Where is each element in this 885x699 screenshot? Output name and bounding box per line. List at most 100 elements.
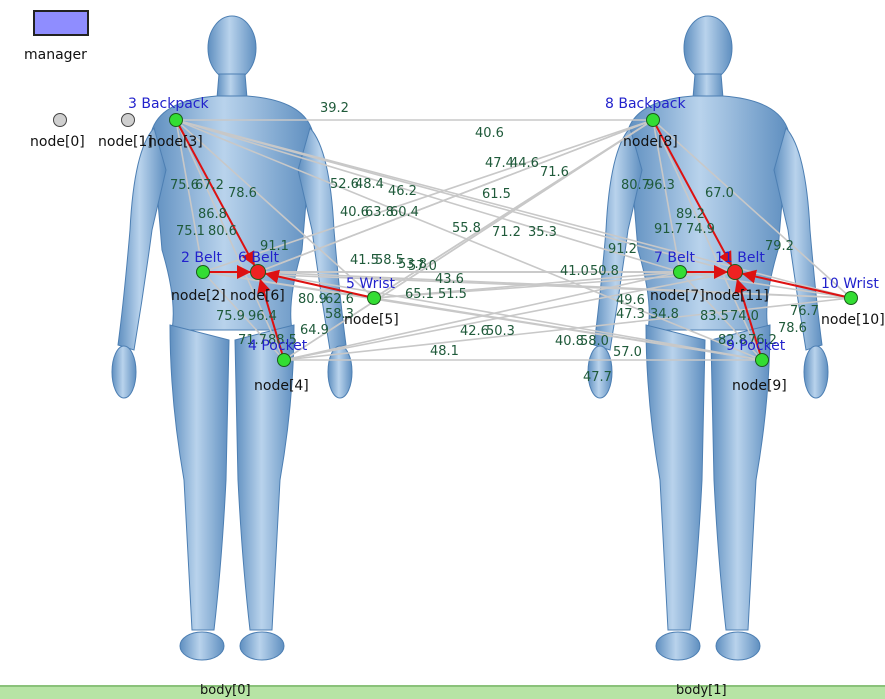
- left-arm: [118, 128, 166, 350]
- edge-weight-label: 79.2: [765, 239, 794, 254]
- node-label: node[5]: [344, 312, 399, 328]
- edge-weight-label: 78.6: [228, 186, 257, 201]
- edge-weight-label: 47.7: [583, 370, 612, 385]
- edge-weight-label: 71.6: [540, 165, 569, 180]
- neck: [693, 74, 723, 98]
- edge-weight-label: 80.6: [208, 224, 237, 239]
- right-foot: [716, 632, 760, 660]
- node-label: node[9]: [732, 378, 787, 394]
- edge-weight-label: 67.2: [195, 178, 224, 193]
- edge-weight-label: 57.0: [613, 345, 642, 360]
- edge-weight-label: 46.2: [388, 184, 417, 199]
- sensor-node-9[interactable]: [756, 354, 769, 367]
- node-label: node[2]: [171, 288, 226, 304]
- edge-weight-label: 43.6: [435, 272, 464, 287]
- edge-weight-label: 34.8: [650, 307, 679, 322]
- sensor-label: 6 Belt: [238, 250, 279, 266]
- edge-weight-label: 55.8: [452, 221, 481, 236]
- edge-weight-label: 58.0: [580, 334, 609, 349]
- left-leg: [646, 325, 705, 630]
- edge-weight-label: 62.6: [325, 292, 354, 307]
- edge-weight-label: 48.1: [430, 344, 459, 359]
- node-label: node[11]: [705, 288, 769, 304]
- edge-weight-label: 83.5: [700, 309, 729, 324]
- idle-node-label: node[1]: [98, 134, 153, 150]
- edge-weight-label: 86.8: [198, 207, 227, 222]
- sensor-label: 5 Wrist: [346, 276, 396, 292]
- right-foot: [240, 632, 284, 660]
- sensor-node-10[interactable]: [845, 292, 858, 305]
- edge-weight-label: 51.5: [438, 287, 467, 302]
- edge-weight-label: 74.0: [730, 309, 759, 324]
- idle-node-label: node[0]: [30, 134, 85, 150]
- edge-weight-label: 49.6: [616, 293, 645, 308]
- edge-weight-label: 74.9: [686, 222, 715, 237]
- edge-weight-label: 80.9: [298, 292, 327, 307]
- edge-weight-label: 78.6: [778, 321, 807, 336]
- left-foot: [656, 632, 700, 660]
- sensor-node-5[interactable]: [368, 292, 381, 305]
- edge-weight-label: 67.0: [705, 186, 734, 201]
- edge-weight-label: 40.6: [475, 126, 504, 141]
- node-label: node[4]: [254, 378, 309, 394]
- edge-weight-label: 60.4: [390, 205, 419, 220]
- edge-weight-label: 91.2: [608, 242, 637, 257]
- edge-weight-label: 75.9: [216, 309, 245, 324]
- right-hand: [804, 346, 828, 398]
- sensor-label: 8 Backpack: [605, 96, 687, 112]
- head: [684, 16, 732, 80]
- right-leg: [235, 325, 294, 630]
- sensor-label: 4 Pocket: [248, 338, 308, 354]
- edge-weight-label: 96.4: [248, 309, 277, 324]
- sensor-node-8[interactable]: [647, 114, 660, 127]
- sensor-label: 10 Wrist: [821, 276, 879, 292]
- sensor-node-2[interactable]: [197, 266, 210, 279]
- edge-weight-label: 41.0: [560, 264, 589, 279]
- right-leg: [711, 325, 770, 630]
- body-label-0: body[0]: [200, 683, 251, 698]
- sensor-label: 3 Backpack: [128, 96, 210, 112]
- edge-weight-label: 71.2: [492, 225, 521, 240]
- edge-weight-label: 35.3: [528, 225, 557, 240]
- edge-weight-label: 96.3: [646, 178, 675, 193]
- head: [208, 16, 256, 80]
- edge-weight-label: 57.0: [408, 259, 437, 274]
- sensor-label: 2 Belt: [181, 250, 222, 266]
- sensor-node-11[interactable]: [728, 265, 743, 280]
- edge-weight-label: 50.3: [486, 324, 515, 339]
- edge-weight-label: 47.3: [616, 307, 645, 322]
- sensor-node-6[interactable]: [251, 265, 266, 280]
- node-label: node[6]: [230, 288, 285, 304]
- left-foot: [180, 632, 224, 660]
- edge-weight-label: 64.9: [300, 323, 329, 338]
- edge-weight-label: 65.1: [405, 287, 434, 302]
- left-leg: [170, 325, 229, 630]
- body-label-1: body[1]: [676, 683, 727, 698]
- node-label: node[7]: [650, 288, 705, 304]
- neck: [217, 74, 247, 98]
- idle-node-1[interactable]: [122, 114, 135, 127]
- idle-node-0[interactable]: [54, 114, 67, 127]
- node-label: node[8]: [623, 134, 678, 150]
- edge-weight-label: 50.8: [590, 264, 619, 279]
- sensor-node-4[interactable]: [278, 354, 291, 367]
- sensor-node-7[interactable]: [674, 266, 687, 279]
- edge-weight-label: 61.5: [482, 187, 511, 202]
- edge-weight-label: 39.2: [320, 101, 349, 116]
- body-bar: [0, 685, 885, 699]
- node-label: node[10]: [821, 312, 885, 328]
- edge-weight-label: 91.7: [654, 222, 683, 237]
- edge-weight-label: 75.1: [176, 224, 205, 239]
- body-figure-0: [112, 16, 352, 660]
- edge-weight-label: 44.6: [510, 156, 539, 171]
- node-label: node[3]: [148, 134, 203, 150]
- sensor-node-3[interactable]: [170, 114, 183, 127]
- manager-node[interactable]: [33, 10, 89, 36]
- manager-label: manager: [24, 47, 87, 63]
- edge-weight-label: 48.4: [355, 177, 384, 192]
- sensor-label: 7 Belt: [654, 250, 695, 266]
- left-hand: [112, 346, 136, 398]
- edge-weight-label: 42.6: [460, 324, 489, 339]
